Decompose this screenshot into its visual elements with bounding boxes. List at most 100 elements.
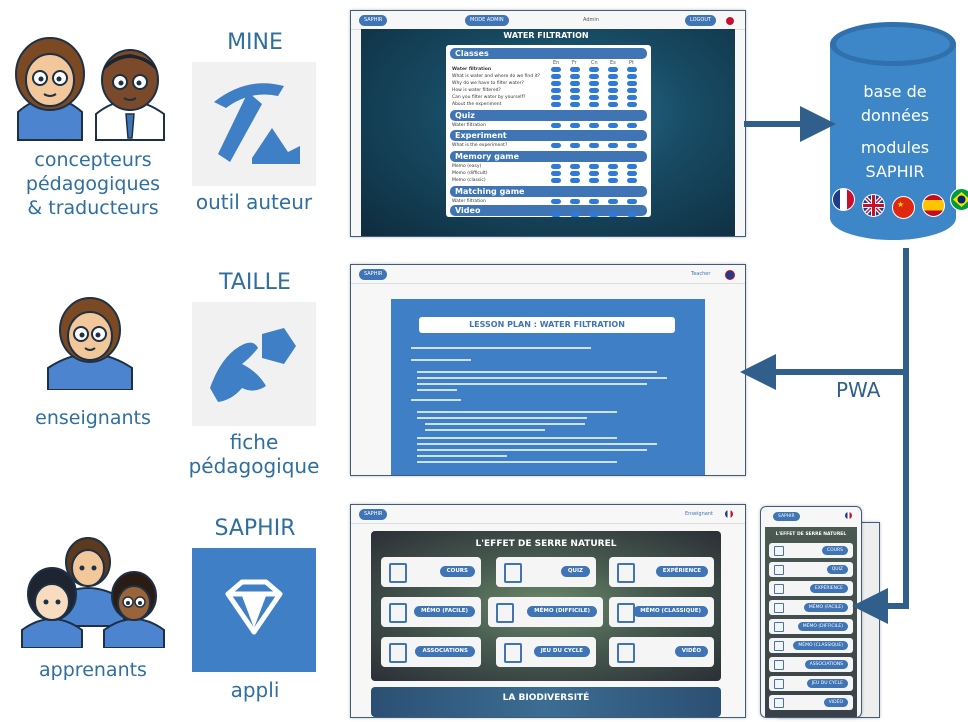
language-toggle[interactable] — [570, 199, 580, 204]
language-toggle[interactable] — [551, 171, 561, 176]
card-memo-difficult-button[interactable]: MÉMO (DIFFICILE) — [527, 606, 597, 617]
mobile-card-button[interactable]: VIDÉO — [823, 698, 848, 707]
language-toggle[interactable] — [570, 74, 580, 79]
language-toggle[interactable] — [551, 199, 561, 204]
language-toggle[interactable] — [551, 143, 561, 148]
mobile-card[interactable]: COURS — [769, 543, 853, 558]
language-toggle[interactable] — [551, 123, 561, 128]
language-toggle[interactable] — [551, 67, 561, 72]
card-video[interactable]: VIDÉO — [609, 637, 714, 667]
language-toggle[interactable] — [627, 67, 637, 72]
language-toggle[interactable] — [570, 164, 580, 169]
mobile-card[interactable]: MÉMO (DIFFICILE) — [769, 619, 853, 634]
card-cours-button[interactable]: COURS — [439, 566, 475, 577]
mobile-card[interactable]: VIDÉO — [769, 695, 853, 710]
language-toggle[interactable] — [551, 88, 561, 93]
mobile-nav-saphir[interactable]: SAPHIR — [773, 512, 800, 521]
language-toggle[interactable] — [589, 102, 599, 107]
language-toggle[interactable] — [627, 171, 637, 176]
mobile-card-button[interactable]: MÉMO (FACILE) — [803, 603, 848, 612]
mobile-card-button[interactable]: QUIZ — [826, 565, 848, 574]
mobile-card-button[interactable]: MÉMO (DIFFICILE) — [797, 622, 848, 631]
language-toggle[interactable] — [589, 88, 599, 93]
language-toggle[interactable] — [608, 123, 618, 128]
language-toggle[interactable] — [589, 74, 599, 79]
card-experience-button[interactable]: EXPÉRIENCE — [655, 566, 708, 577]
mobile-card-button[interactable]: ASSOCIATIONS — [804, 660, 848, 669]
language-toggle[interactable] — [627, 74, 637, 79]
mobile-card-button[interactable]: JEU DU CYCLE — [806, 679, 848, 688]
language-toggle[interactable] — [589, 95, 599, 100]
language-toggle[interactable] — [627, 95, 637, 100]
card-quiz[interactable]: QUIZ — [496, 557, 596, 587]
mobile-card[interactable]: ASSOCIATIONS — [769, 657, 853, 672]
language-toggle[interactable] — [551, 74, 561, 79]
language-toggle[interactable] — [551, 102, 561, 107]
mine-nav-admin-mode[interactable]: MODE ADMIN — [465, 15, 509, 26]
language-toggle[interactable] — [570, 88, 580, 93]
language-toggle[interactable] — [589, 67, 599, 72]
taille-nav-saphir[interactable]: SAPHIR — [359, 269, 388, 280]
language-toggle[interactable] — [589, 81, 599, 86]
language-toggle[interactable] — [570, 123, 580, 128]
language-toggle[interactable] — [608, 178, 618, 183]
language-toggle[interactable] — [608, 212, 618, 217]
language-toggle[interactable] — [608, 199, 618, 204]
saphir-nav-saphir[interactable]: SAPHIR — [359, 509, 388, 520]
language-toggle[interactable] — [551, 212, 561, 217]
card-associations-button[interactable]: ASSOCIATIONS — [415, 646, 475, 657]
language-toggle[interactable] — [627, 212, 637, 217]
language-toggle[interactable] — [608, 81, 618, 86]
card-quiz-button[interactable]: QUIZ — [560, 566, 590, 577]
card-cycle-game[interactable]: JEU DU CYCLE — [496, 637, 596, 667]
card-memo-classic-button[interactable]: MÉMO (CLASSIQUE) — [633, 606, 708, 617]
card-memo-difficult[interactable]: MÉMO (DIFFICILE) — [488, 597, 603, 627]
language-toggle[interactable] — [627, 81, 637, 86]
mobile-card-button[interactable]: EXPÉRIENCE — [809, 584, 848, 593]
language-toggle[interactable] — [608, 164, 618, 169]
saphir-lang-flag-icon[interactable] — [725, 510, 733, 518]
language-toggle[interactable] — [589, 164, 599, 169]
card-memo-easy[interactable]: MÉMO (FACILE) — [381, 597, 481, 627]
card-cours[interactable]: COURS — [381, 557, 481, 587]
language-toggle[interactable] — [589, 212, 599, 217]
language-toggle[interactable] — [589, 178, 599, 183]
language-toggle[interactable] — [570, 143, 580, 148]
language-toggle[interactable] — [608, 88, 618, 93]
language-toggle[interactable] — [551, 164, 561, 169]
language-toggle[interactable] — [627, 164, 637, 169]
language-toggle[interactable] — [589, 123, 599, 128]
mine-lang-flag-icon[interactable] — [725, 16, 735, 26]
mobile-card[interactable]: MÉMO (FACILE) — [769, 600, 853, 615]
language-toggle[interactable] — [608, 74, 618, 79]
card-cycle-game-button[interactable]: JEU DU CYCLE — [533, 646, 590, 657]
card-experience[interactable]: EXPÉRIENCE — [609, 557, 714, 587]
mobile-card[interactable]: MÉMO (CLASSIQUE) — [769, 638, 853, 653]
language-toggle[interactable] — [627, 199, 637, 204]
language-toggle[interactable] — [551, 95, 561, 100]
language-toggle[interactable] — [551, 178, 561, 183]
language-toggle[interactable] — [627, 102, 637, 107]
card-memo-easy-button[interactable]: MÉMO (FACILE) — [413, 606, 475, 617]
language-toggle[interactable] — [627, 123, 637, 128]
language-toggle[interactable] — [627, 178, 637, 183]
language-toggle[interactable] — [570, 102, 580, 107]
language-toggle[interactable] — [570, 212, 580, 217]
mobile-card[interactable]: JEU DU CYCLE — [769, 676, 853, 691]
card-video-button[interactable]: VIDÉO — [674, 646, 708, 657]
card-associations[interactable]: ASSOCIATIONS — [381, 637, 481, 667]
mine-nav-logout[interactable]: LOGOUT — [685, 15, 717, 26]
language-toggle[interactable] — [589, 199, 599, 204]
language-toggle[interactable] — [570, 178, 580, 183]
mobile-card-button[interactable]: COURS — [822, 546, 848, 555]
language-toggle[interactable] — [627, 88, 637, 93]
language-toggle[interactable] — [589, 143, 599, 148]
language-toggle[interactable] — [551, 81, 561, 86]
language-toggle[interactable] — [570, 171, 580, 176]
language-toggle[interactable] — [570, 95, 580, 100]
language-toggle[interactable] — [608, 143, 618, 148]
language-toggle[interactable] — [627, 143, 637, 148]
language-toggle[interactable] — [589, 171, 599, 176]
mobile-card[interactable]: QUIZ — [769, 562, 853, 577]
language-toggle[interactable] — [608, 171, 618, 176]
